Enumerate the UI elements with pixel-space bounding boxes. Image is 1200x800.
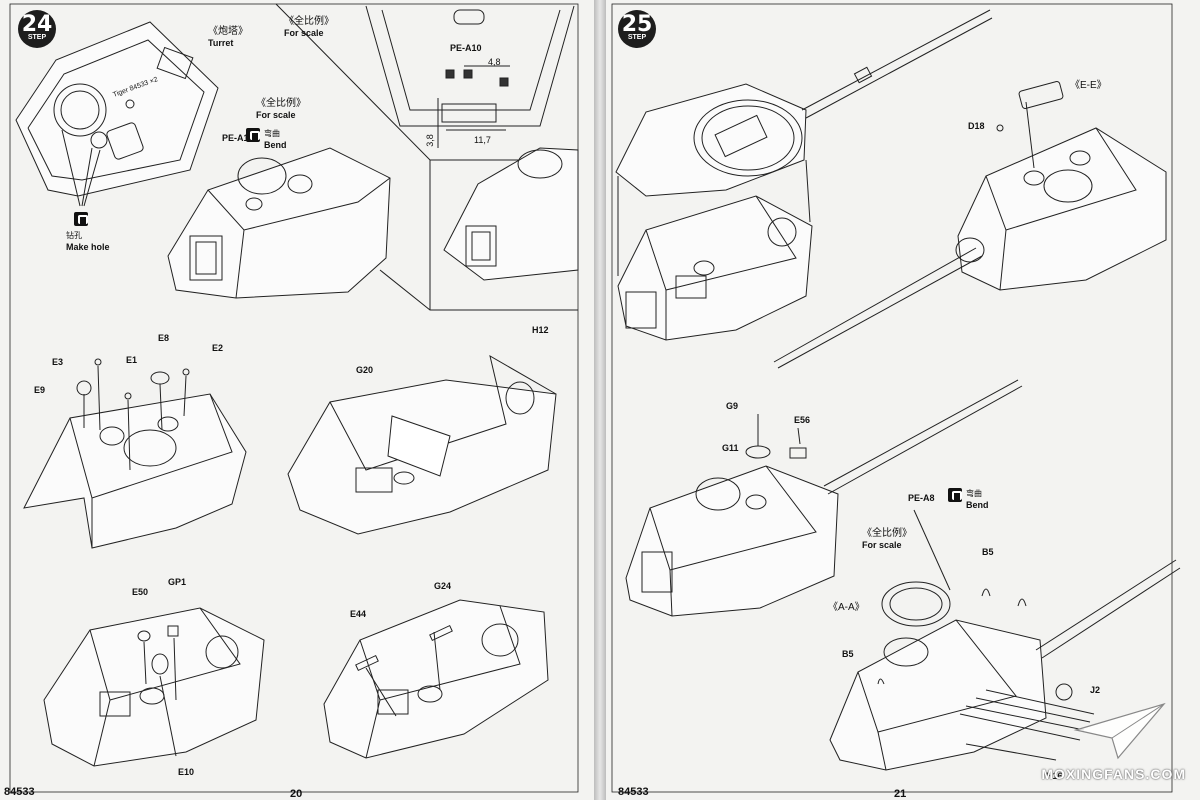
turret-e-parts <box>23 358 247 549</box>
instruction-page-right: 25 STEP 《E-E》 D18 G9 G11 E56 PE-A8 弯曲 Be… <box>606 0 1200 800</box>
book-gutter <box>594 0 606 800</box>
bend-caption-en: Bend <box>264 139 287 150</box>
bend-icon <box>948 488 962 502</box>
label-b5-top: B5 <box>982 547 994 557</box>
label-d18: D18 <box>968 121 985 131</box>
dimension-11-7: 11,7 <box>474 135 491 145</box>
label-e2: E2 <box>212 343 224 353</box>
turret-top-view <box>15 21 219 207</box>
turret-interior-g20 <box>287 354 557 535</box>
step-25-line-art <box>611 3 1181 793</box>
page-number-left: 20 <box>290 788 303 800</box>
scale-caption-2: 《全比例》 For scale <box>256 98 306 120</box>
label-e3: E3 <box>52 357 64 367</box>
step-word: STEP <box>627 34 647 41</box>
step-number: 25 <box>621 12 653 37</box>
step-24-line-art <box>9 3 579 793</box>
bend-caption-en: Bend <box>966 499 989 510</box>
make-hole-en: Make hole <box>66 241 110 252</box>
label-pe-a10: PE-A10 <box>222 133 254 143</box>
label-g20: G20 <box>356 365 374 375</box>
label-b5-left: B5 <box>842 649 854 659</box>
scale-caption-2-en: For scale <box>256 109 296 120</box>
scale-caption: 《全比例》 For scale <box>862 528 912 550</box>
turret-pe-a8-view <box>829 509 1181 771</box>
drill-icon <box>74 212 88 226</box>
step-word: STEP <box>27 34 47 41</box>
turret-pe-a10 <box>167 147 391 299</box>
label-pe-a10-detail: PE-A10 <box>450 43 482 53</box>
label-e56: E56 <box>794 415 811 425</box>
scale-caption-zh: 《全比例》 <box>862 528 912 539</box>
turret-detail-copy <box>443 147 579 281</box>
turret-ee-view <box>773 81 1167 369</box>
step-badge-25: 25 STEP <box>618 10 656 48</box>
label-j2: J2 <box>1090 685 1101 695</box>
footer-code-right: 84533 <box>618 786 649 798</box>
label-e10: E10 <box>178 767 195 777</box>
step-badge-24: 24 STEP <box>18 10 56 48</box>
ee-caption: 《E-E》 <box>1070 80 1107 91</box>
instruction-page-left: 24 STEP 《炮塔》 Turret Tiger 84533 ×2 《全比例》… <box>0 0 594 800</box>
label-e50: E50 <box>132 587 149 597</box>
scale-caption-1-en: For scale <box>284 27 324 38</box>
turret-body-exploded <box>617 195 813 341</box>
aa-caption: 《A-A》 <box>828 602 865 613</box>
scale-caption-en: For scale <box>862 539 902 550</box>
make-hole-zh: 钻孔 <box>66 231 82 240</box>
bend-caption: 弯曲 Bend <box>966 488 989 510</box>
dimension-4-8: 4,8 <box>488 57 501 67</box>
bend-caption-zh: 弯曲 <box>966 489 982 498</box>
make-hole-caption: 钻孔 Make hole <box>66 230 110 252</box>
turret-roof-exploded <box>615 9 993 276</box>
turret-caption-zh: 《炮塔》 <box>208 26 248 37</box>
dimension-3-8: 3,8 <box>424 134 435 147</box>
scale-caption-1: 《全比例》 For scale <box>284 16 334 38</box>
label-g9: G9 <box>726 401 739 411</box>
bend-caption: 弯曲 Bend <box>264 128 287 150</box>
label-h16: H16 <box>1046 771 1063 781</box>
page-number-right: 21 <box>894 788 907 800</box>
watermark-text: MOXINGFANS.COM <box>1041 766 1186 782</box>
turret-g9-view <box>625 379 1023 617</box>
label-g11: G11 <box>722 443 739 453</box>
label-pe-a8: PE-A8 <box>908 493 935 503</box>
label-e9: E9 <box>34 385 46 395</box>
label-e8: E8 <box>158 333 170 343</box>
turret-caption-en: Turret <box>208 37 234 48</box>
footer-code-left: 84533 <box>4 786 35 798</box>
step-number: 24 <box>21 12 53 37</box>
turret-caption: 《炮塔》 Turret <box>208 26 248 48</box>
label-gp1: GP1 <box>168 577 187 587</box>
scale-caption-1-zh: 《全比例》 <box>284 16 334 27</box>
bend-icon <box>246 128 260 142</box>
label-g24: G24 <box>434 581 452 591</box>
turret-interior-e44 <box>323 599 549 759</box>
watermark-logo <box>1073 702 1166 760</box>
detail-hatch-view <box>365 5 575 148</box>
label-e1: E1 <box>126 355 138 365</box>
label-h12: H12 <box>532 325 549 335</box>
label-e44: E44 <box>350 609 367 619</box>
turret-interior-e50 <box>43 607 265 767</box>
bend-caption-zh: 弯曲 <box>264 129 280 138</box>
scale-caption-2-zh: 《全比例》 <box>256 98 306 109</box>
